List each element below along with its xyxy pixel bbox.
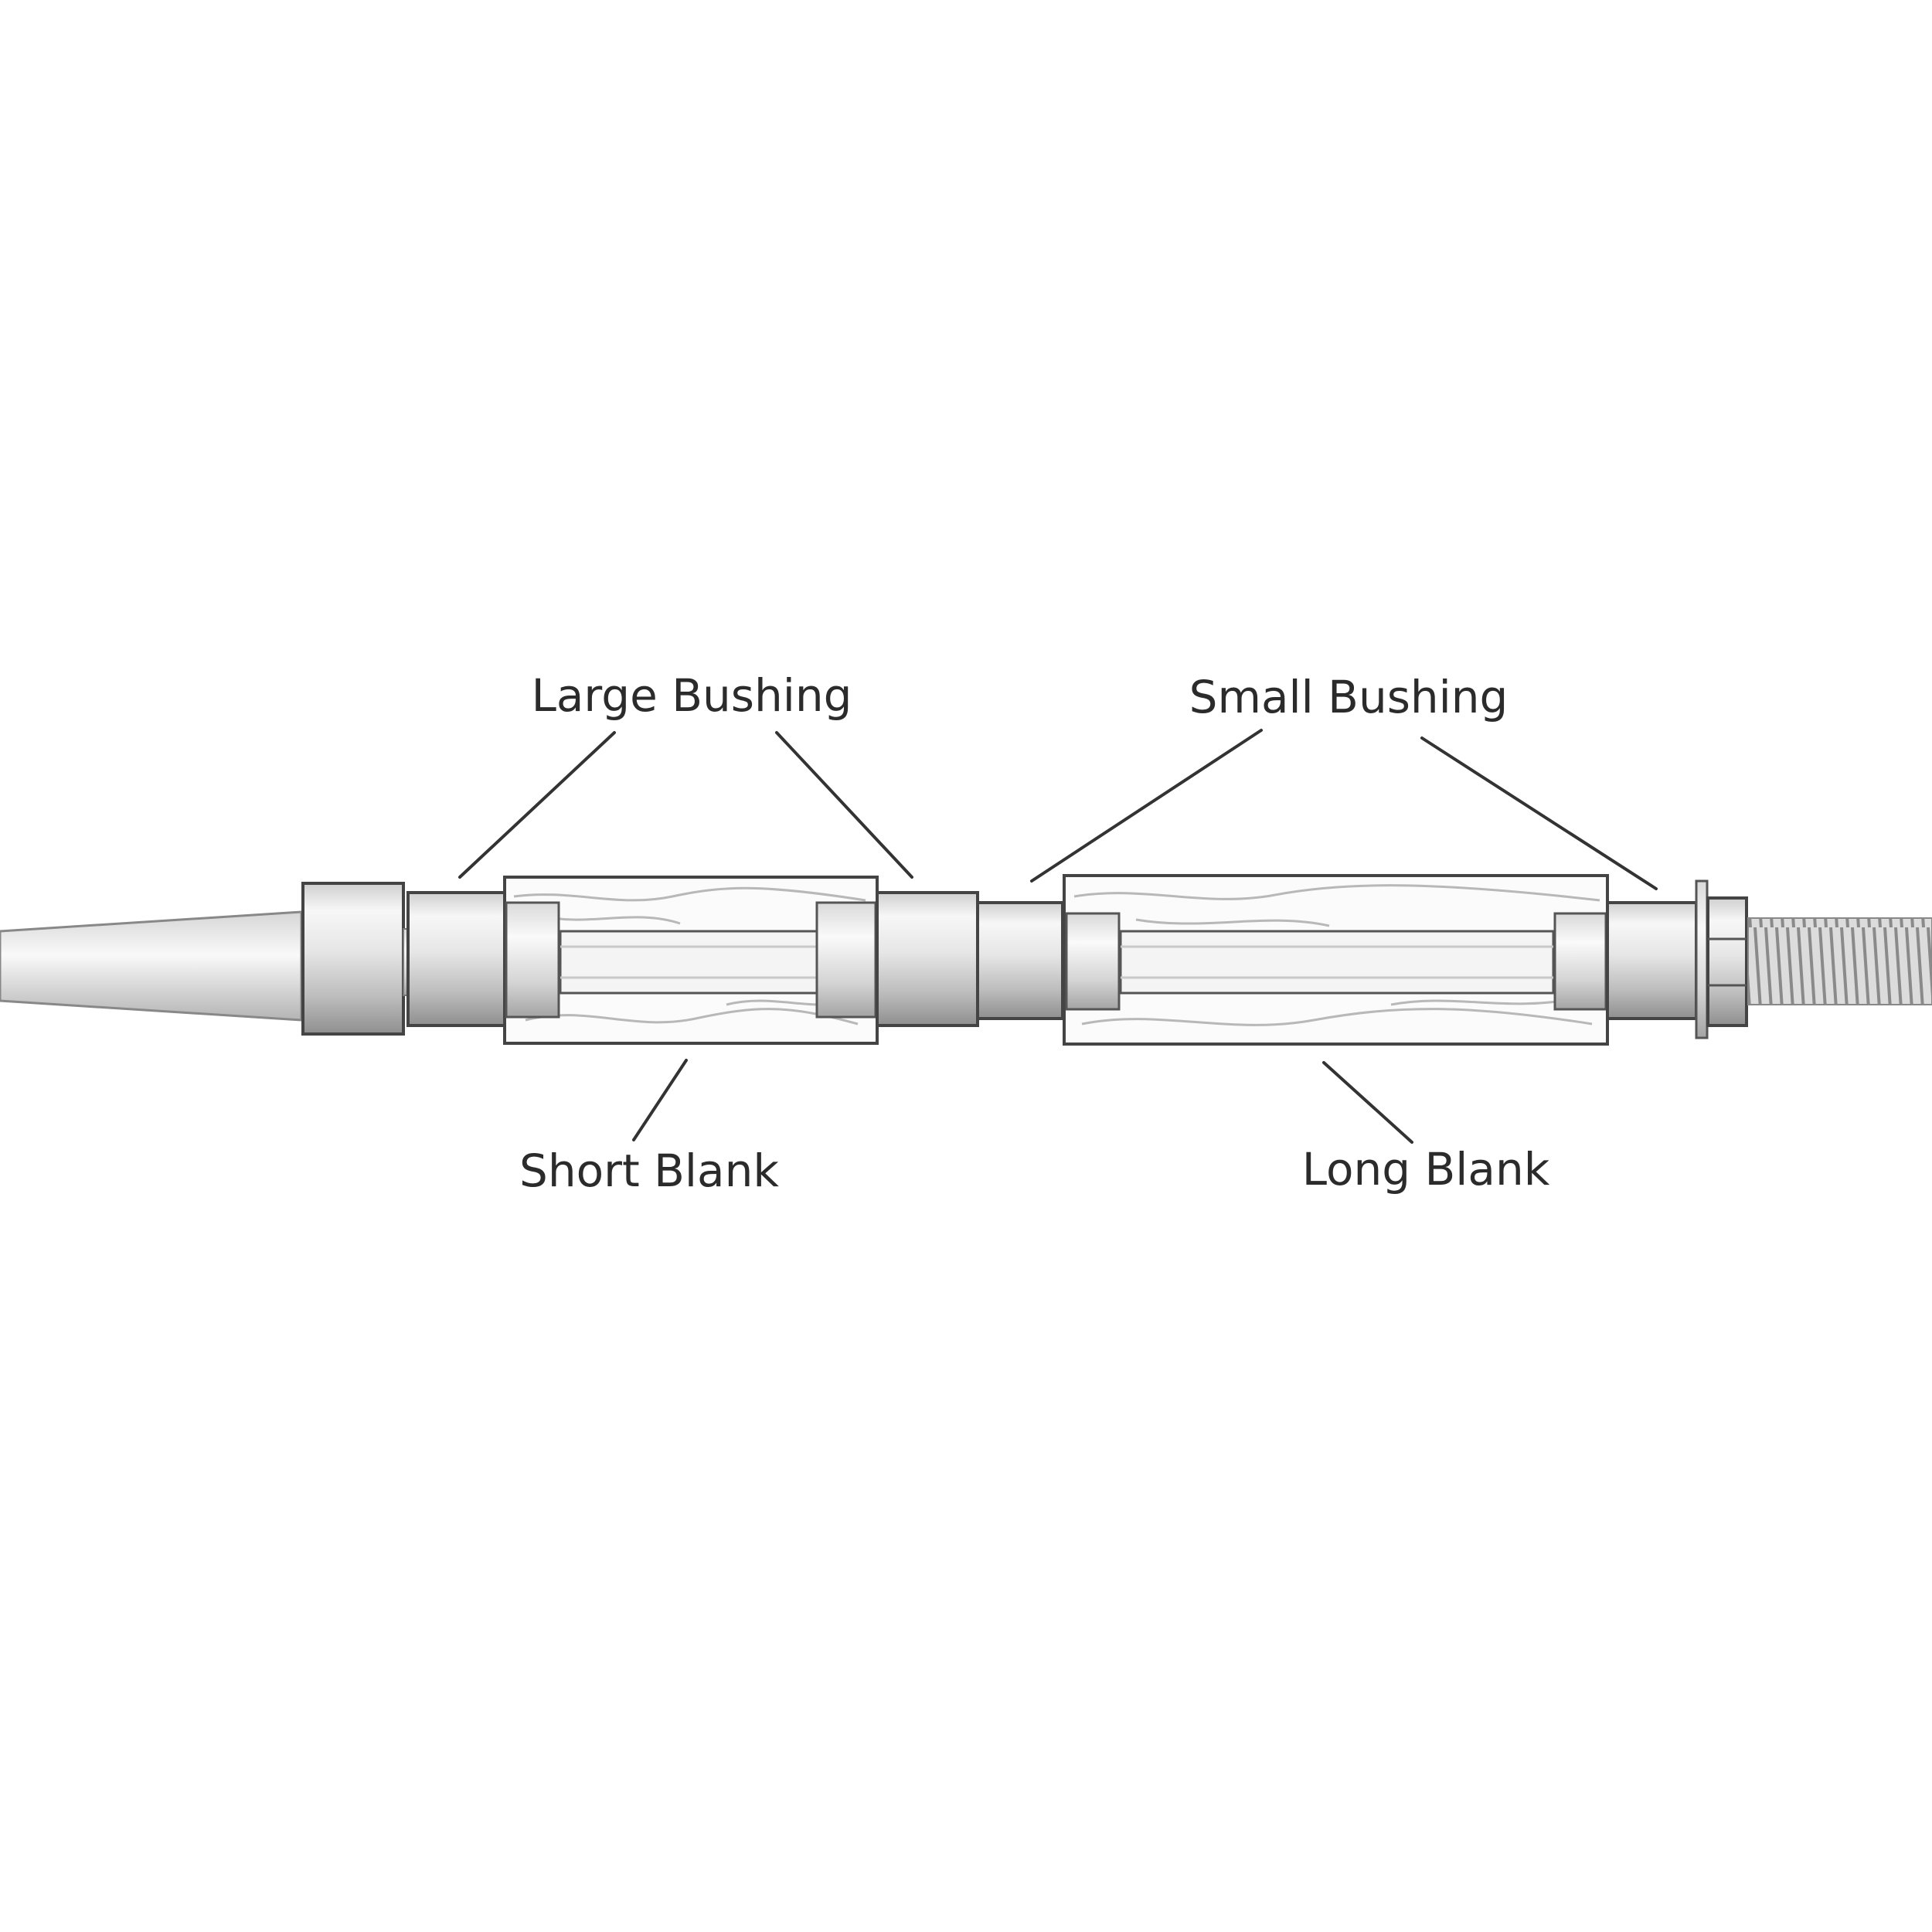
threaded-rod-icon (1747, 917, 1932, 1005)
leader-short-blank (632, 1059, 688, 1141)
morse-taper-icon (0, 910, 303, 1022)
leader-lines (458, 729, 1658, 1144)
leader-long-blank (1322, 1061, 1413, 1144)
mandrel-head-collar (301, 882, 405, 1036)
large-bushing-left (406, 891, 506, 1027)
label-short-blank: Short Blank (519, 1145, 779, 1197)
large-bushing-right (876, 891, 979, 1027)
mandrel-spacer (976, 901, 1064, 1020)
label-small-bushing: Small Bushing (1189, 671, 1509, 723)
leader-small-bushing-right (1420, 736, 1658, 890)
long-blank (1063, 874, 1609, 1046)
label-long-blank: Long Blank (1302, 1143, 1550, 1196)
leader-large-bushing-left (458, 731, 616, 879)
small-bushing-right (1606, 901, 1698, 1020)
leader-large-bushing-right (775, 731, 913, 879)
short-blank (503, 876, 879, 1045)
label-large-bushing: Large Bushing (532, 669, 852, 722)
washer (1695, 879, 1709, 1039)
knurled-nut-icon (1706, 896, 1748, 1027)
leader-small-bushing-left (1030, 729, 1263, 883)
